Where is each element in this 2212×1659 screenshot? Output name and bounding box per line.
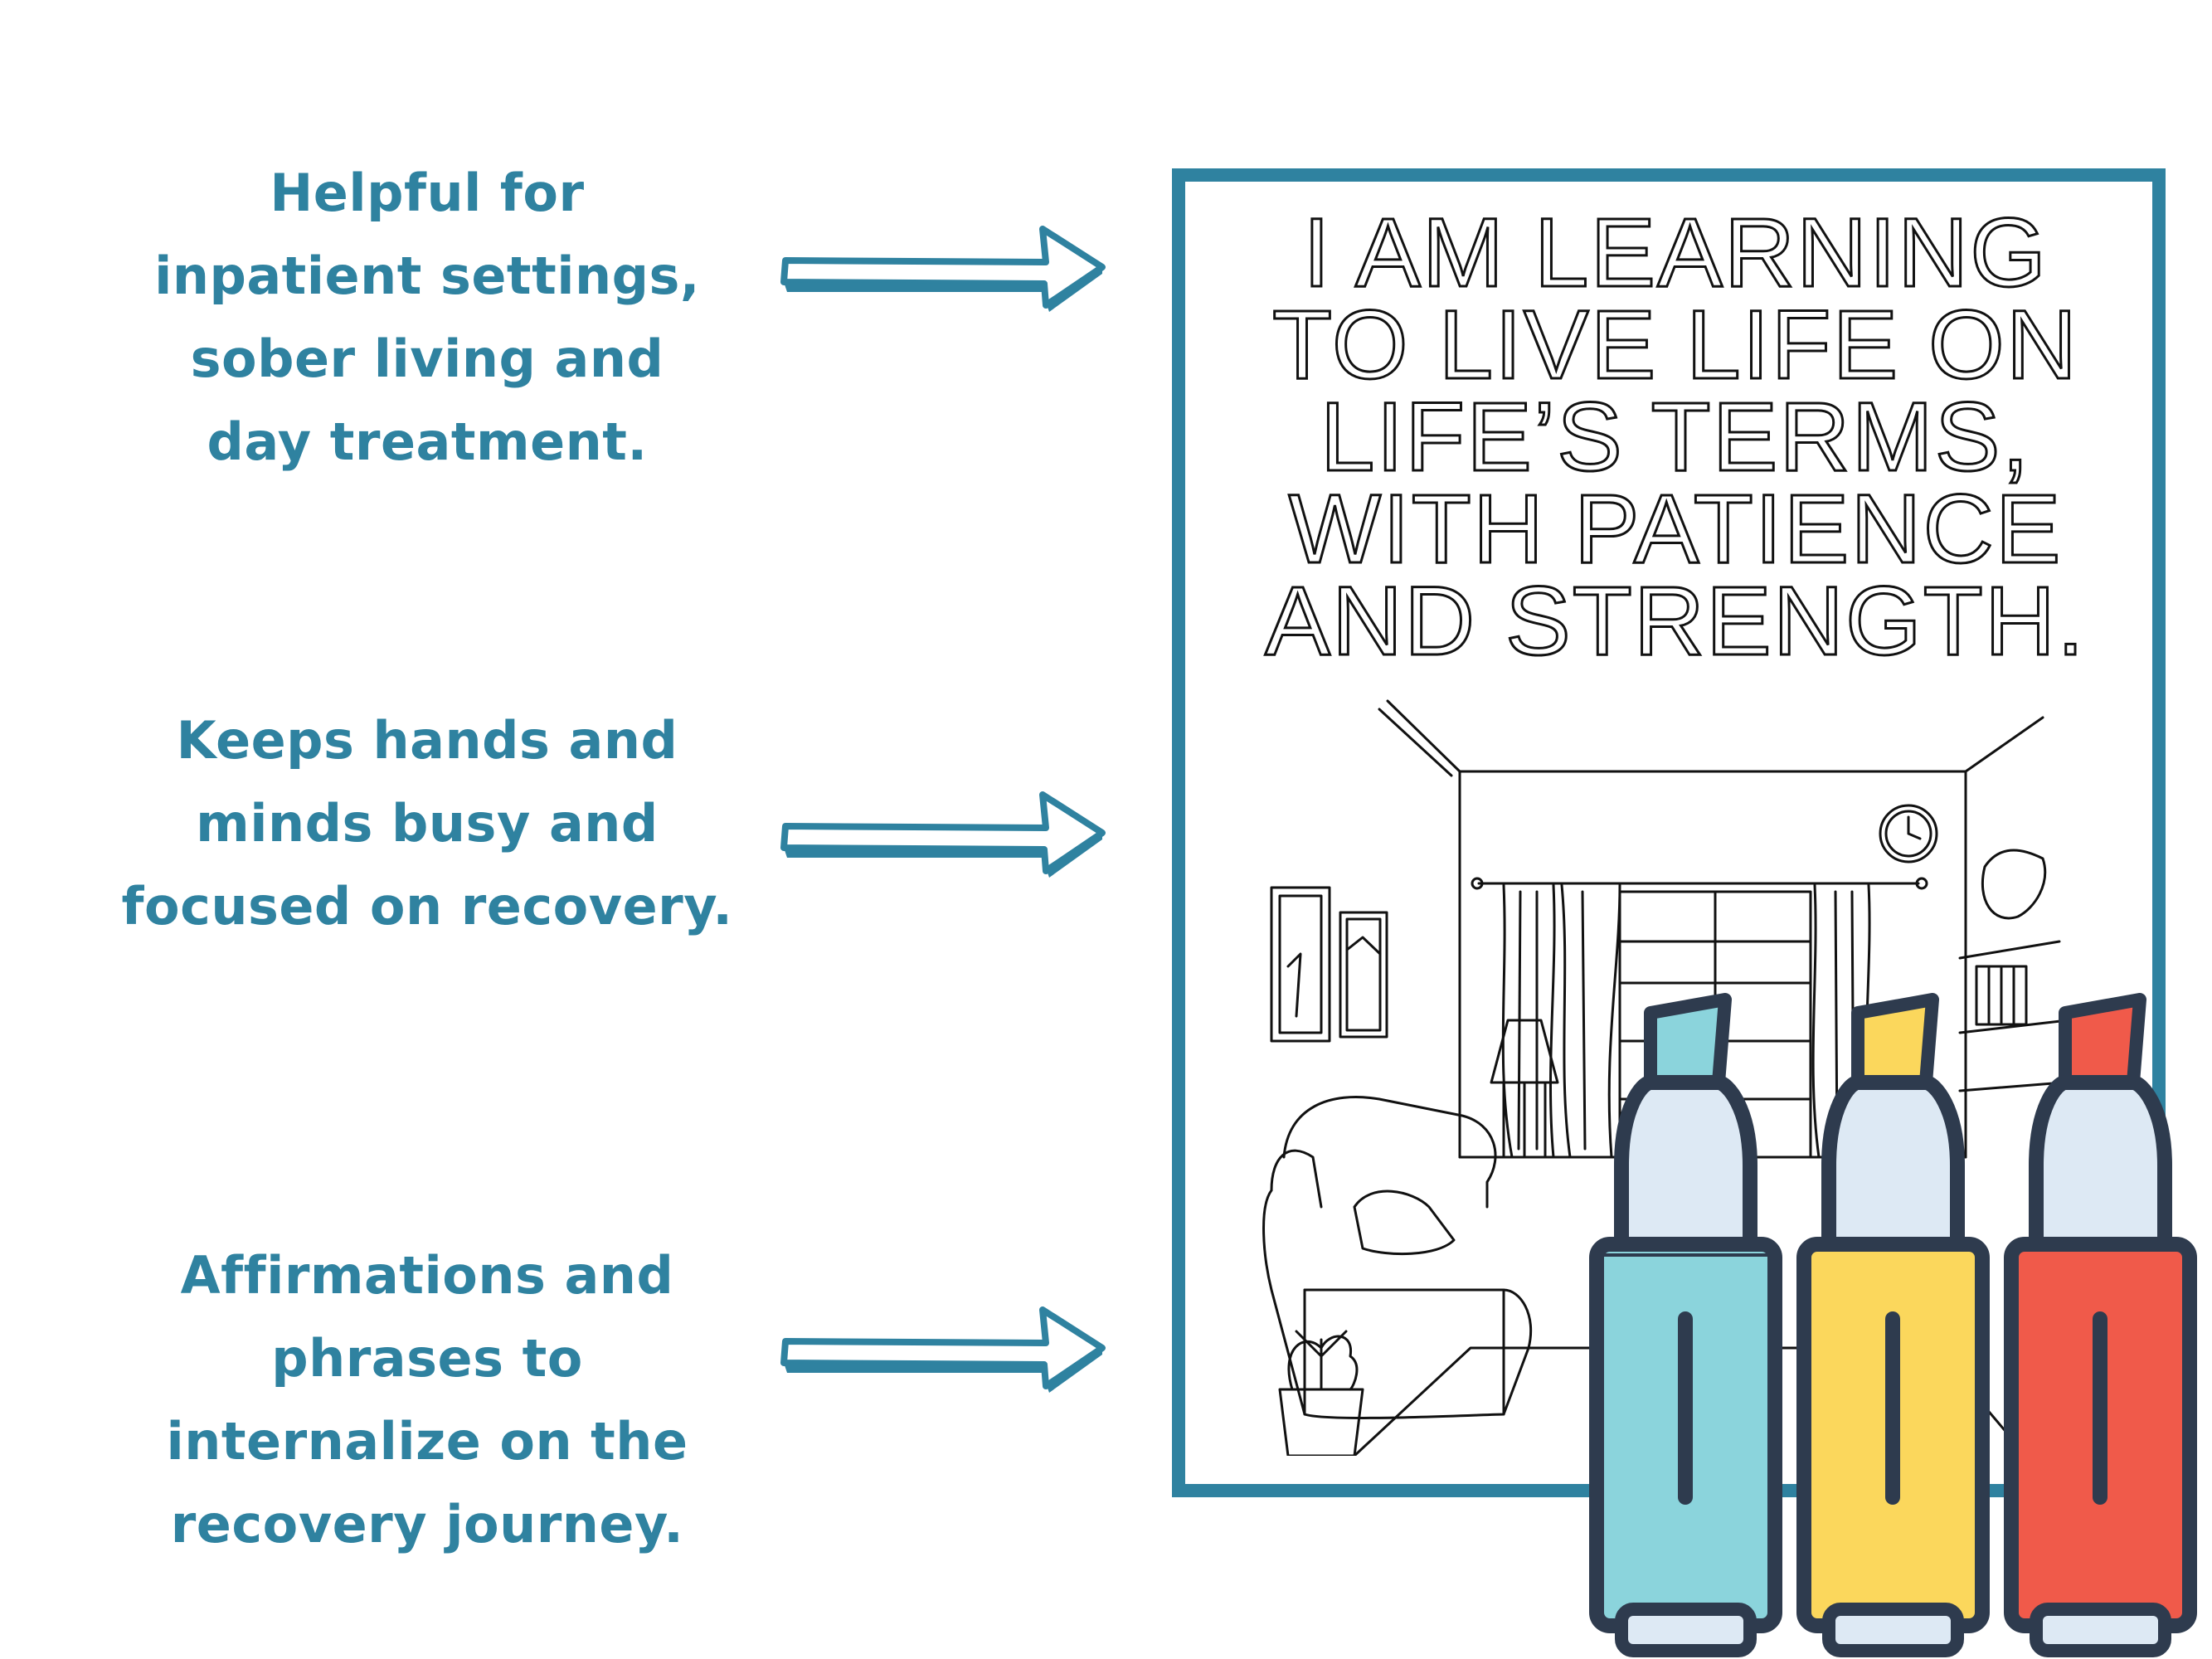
feature-line: Helpful for [270,163,585,223]
affirmation-line: WITH PATIENCE [1287,474,2063,584]
feature-keeps-busy: Keeps hands and minds busy and focused o… [83,699,771,948]
feature-line: internalize on the [166,1411,688,1472]
blue-highlighter-icon [1589,993,1782,1657]
living-room-illustration [1262,699,2069,1456]
feature-line: sober living and [190,328,664,389]
affirmation-line: TO LIVE LIFE ON [1271,290,2079,400]
arrow-right-icon [780,226,1106,312]
highlighter-markers-icon [1589,993,2197,1657]
feature-line: inpatient settings, [154,246,700,306]
feature-line: Keeps hands and [176,710,678,771]
feature-line: focused on recovery. [121,876,733,937]
feature-line: minds busy and [196,793,659,854]
feature-line: phrases to [271,1328,583,1389]
affirmation-line: I AM LEARNING [1301,198,2049,308]
arrow-right-icon [780,1306,1106,1393]
affirmation-line: AND STRENGTH. [1264,567,2086,676]
affirmation-text: I AM LEARNING TO LIVE LIFE ON LIFE’S TER… [1244,198,2107,676]
feature-line: recovery journey. [170,1494,684,1554]
yellow-highlighter-icon [1796,993,1990,1657]
red-highlighter-icon [2004,993,2197,1657]
feature-inpatient-settings: Helpful for inpatient settings, sober li… [83,152,771,484]
feature-line: Affirmations and [180,1245,674,1306]
arrow-right-icon [780,791,1106,878]
feature-line: day treatment. [207,411,648,472]
feature-affirmations: Affirmations and phrases to internalize … [83,1234,771,1566]
affirmation-line: LIFE’S TERMS, [1319,382,2031,492]
clock-icon [1879,804,1938,864]
